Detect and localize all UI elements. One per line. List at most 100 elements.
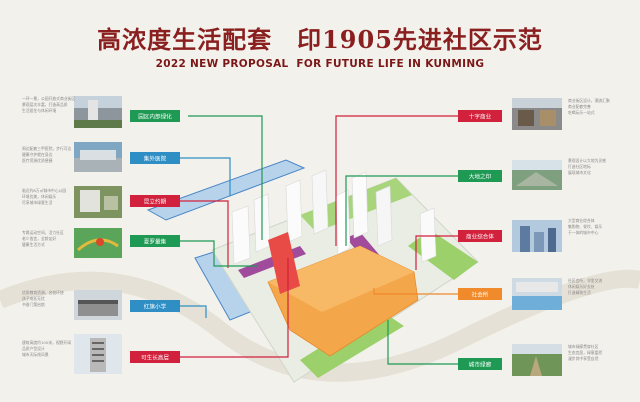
label-l2: 集外医院	[130, 152, 180, 164]
connector-l6	[180, 258, 289, 358]
desc-line: 休闲娱乐好去处	[568, 284, 595, 289]
photo-landmark	[512, 160, 562, 190]
desc-line: 生态宜居，绿意盎然	[568, 350, 602, 355]
tower	[419, 207, 437, 263]
desc-line: 商业街区设计，潮流汇聚	[568, 98, 610, 103]
photo-highrise	[74, 334, 122, 374]
label-r5: 城市绿廊	[458, 358, 502, 370]
label-text: 园区内部绿化	[138, 112, 172, 120]
desc-line: 城市绿廊贯穿社区	[568, 344, 599, 349]
label-box	[458, 358, 502, 370]
label-box	[458, 230, 502, 242]
desc-line: 尽享城市绿意生活	[22, 200, 53, 205]
left-photos	[74, 96, 122, 374]
desc-line: 漫步其中享受自然	[568, 356, 599, 361]
desc-line: 优质教育资源，名校环绕	[22, 290, 64, 295]
connector-l1	[188, 115, 263, 240]
desc-line: 品质户型设计	[22, 346, 45, 351]
photo-sports	[74, 228, 122, 258]
desc-line: 医疗资源优质便捷	[22, 158, 53, 163]
label-l5: 红旗小学	[130, 300, 180, 312]
label-l4: 夏罗量集	[130, 235, 180, 247]
green-edge-bottom	[300, 310, 404, 378]
desc-line: 书香门第启航	[22, 302, 45, 307]
label-box	[130, 195, 180, 207]
connector-r5	[387, 320, 458, 365]
desc-line: 打造精致生活	[568, 290, 591, 295]
label-r2: 大地之印	[458, 170, 502, 182]
photo-school	[74, 290, 122, 320]
tower	[285, 179, 303, 243]
label-r4: 社会所	[458, 288, 502, 300]
connector-r3	[415, 235, 458, 270]
label-text: 商业综合体	[466, 232, 494, 240]
desc-line: 周边配套三甲医院，步行可达	[22, 146, 72, 151]
connector-l2	[178, 157, 231, 196]
label-box	[130, 110, 180, 122]
label-box	[458, 110, 502, 122]
label-text: 昆立约期	[144, 197, 167, 205]
desc-line: 健康守护就在身边	[22, 152, 53, 157]
label-text: 城市绿廊	[469, 360, 492, 368]
tower	[335, 189, 351, 255]
desc-line: 集购物、餐饮、娱乐	[568, 224, 602, 229]
photo-clubhouse	[512, 278, 562, 310]
label-box	[130, 235, 180, 247]
label-r3: 商业综合体	[458, 230, 502, 242]
right-photos	[512, 98, 562, 376]
desc-line: 健康生活方式	[22, 242, 45, 247]
tower	[351, 171, 369, 239]
label-box	[130, 152, 180, 164]
photo-park	[74, 186, 122, 218]
desc-line: 吃喝玩乐一站式	[568, 110, 595, 115]
label-text: 可生长高层	[141, 353, 169, 361]
connector-l3	[176, 200, 229, 268]
photo-greenway	[512, 344, 562, 376]
desc-line: 老少皆宜，全龄友好	[22, 236, 56, 241]
label-box	[458, 170, 502, 182]
connector-l4	[176, 240, 258, 267]
photo-complex	[512, 220, 562, 252]
desc-line: 专属运动空间，活力社区	[22, 230, 64, 235]
label-box	[458, 288, 502, 300]
label-l3: 昆立约期	[130, 195, 180, 207]
connector-r4	[373, 288, 458, 295]
label-r1: 十字商业	[458, 110, 502, 122]
desc-line: 社区会所，邻里交流	[568, 278, 602, 283]
right-descriptions: 商业街区设计，潮流汇聚商业配套完善吃喝玩乐一站式景观设计以大地为灵感打造社区地标…	[568, 98, 610, 361]
connector-r1	[335, 115, 458, 246]
commercial-podium-top	[268, 246, 414, 312]
connector-l5	[178, 305, 207, 318]
desc-line: 景观设计以大地为灵感	[568, 158, 606, 163]
photo-hospital	[74, 142, 122, 172]
page-title: 高浓度生活配套 印1905先进社区示范	[97, 25, 543, 54]
connector-lines	[176, 115, 458, 365]
page-subtitle: 2022 NEW PROPOSAL FOR FUTURE LIFE IN KUN…	[155, 58, 485, 70]
label-l1: 园区内部绿化	[130, 110, 180, 122]
river-band	[146, 159, 306, 221]
desc-line: 一环一景，公园开放式商业街区	[22, 96, 75, 101]
label-text: 夏罗量集	[144, 237, 167, 245]
desc-line: 打造社区地标	[568, 164, 591, 169]
tower-red	[268, 232, 300, 294]
label-l6: 可生长高层	[130, 351, 180, 363]
tower	[231, 205, 251, 265]
desc-line: 商业配套完善	[568, 104, 591, 109]
connector-r2	[345, 175, 458, 246]
label-box	[130, 300, 180, 312]
desc-line: 临近约8万㎡城市中心公园	[22, 188, 66, 193]
desc-line: 展现城市文化	[568, 170, 591, 175]
desc-line: 于一体的城市中心	[568, 230, 599, 235]
photo-garden	[74, 96, 122, 128]
desc-line: 城市天际线风景	[22, 352, 49, 357]
tower	[375, 185, 393, 247]
label-text: 大地之印	[469, 172, 492, 180]
